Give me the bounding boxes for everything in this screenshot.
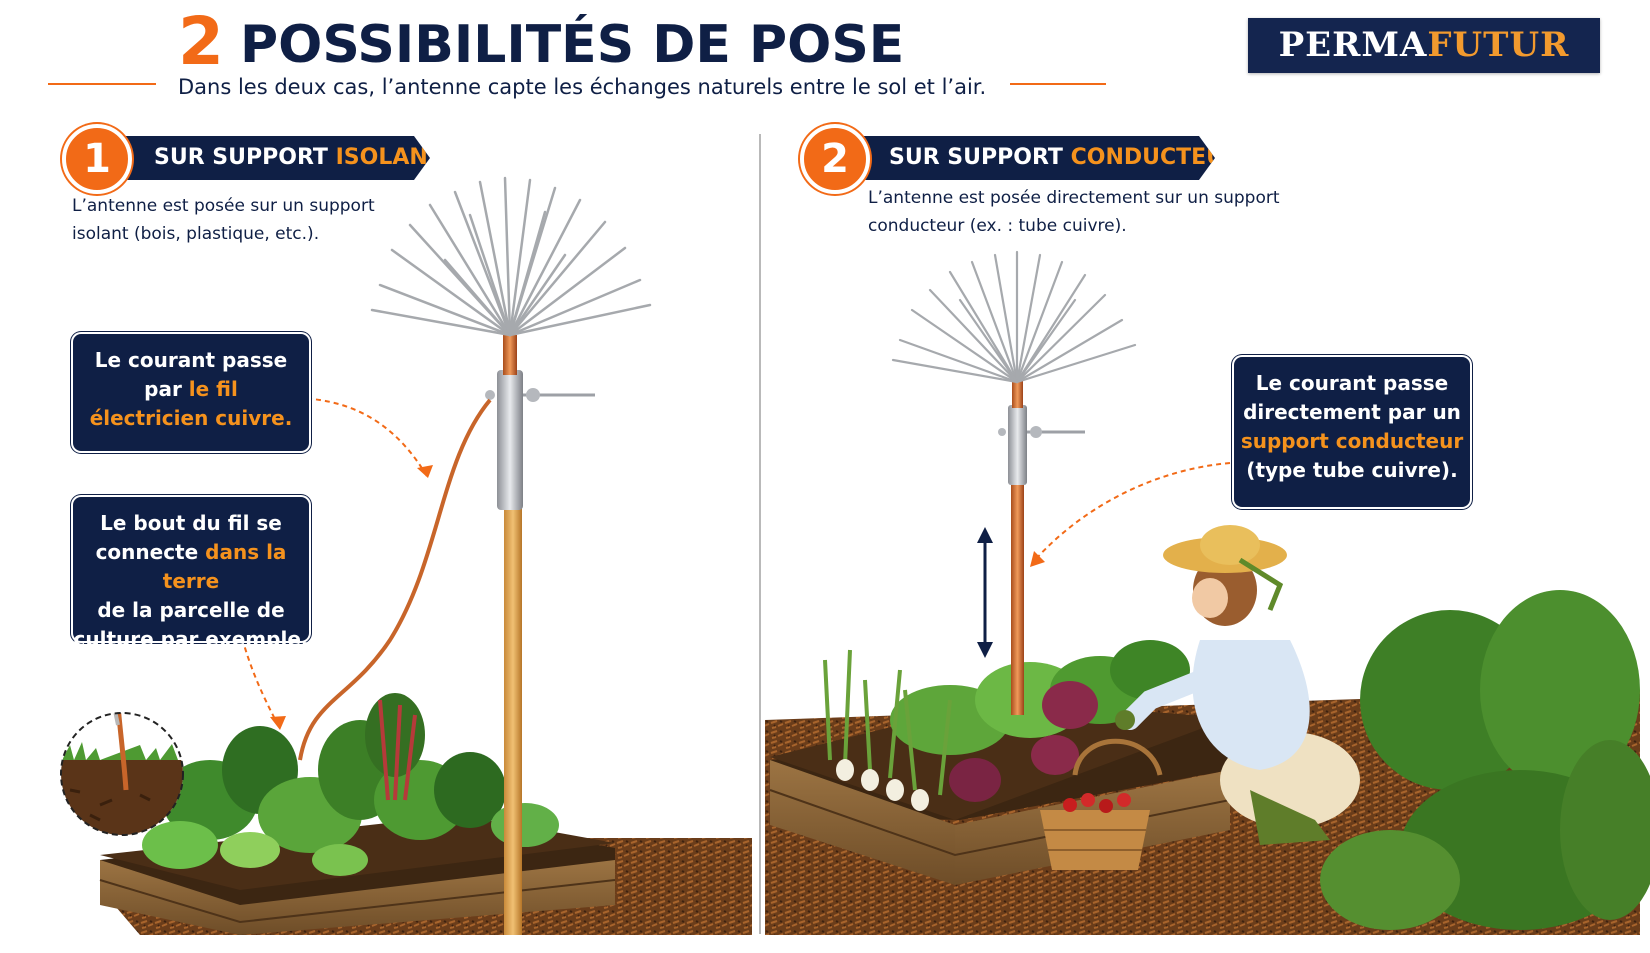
callout-wire-line3: électricien cuivre. [89, 406, 293, 430]
section1-desc-line1: L’antenne est posée sur un support [72, 196, 375, 216]
antenna-spikes-left [370, 176, 652, 337]
section1-number-badge: 1 [62, 124, 132, 194]
soil-inset-circle [60, 712, 184, 836]
vegetables-left [142, 693, 559, 876]
harvest-basket [1040, 738, 1163, 870]
callout-soil-line3: de la parcelle de [97, 598, 285, 622]
callout-support-line1: Le courant passe [1255, 371, 1449, 395]
logo-part-perma: PERMA [1278, 25, 1428, 65]
section1-heading-prefix: SUR SUPPORT [154, 145, 336, 170]
callout-wire-line1: Le courant passe [94, 348, 288, 372]
section1-description: L’antenne est posée sur un support isola… [72, 192, 375, 248]
subtitle-rule-right [1010, 83, 1106, 85]
callout-support-line3: support conducteur [1240, 429, 1464, 453]
callout-support-line4: (type tube cuivre). [1246, 458, 1458, 482]
antenna-spikes-right [891, 250, 1137, 384]
callout-copper-wire: Le courant passe par le fil électricien … [73, 334, 309, 451]
callout-wire-line2-prefix: par [144, 377, 189, 401]
right-scene [765, 250, 1650, 935]
section1-heading: SUR SUPPORT ISOLANT [120, 136, 430, 180]
section-divider [759, 134, 761, 934]
gardener-figure [1115, 525, 1360, 845]
callout-soil-line2-prefix: connecte [95, 540, 206, 564]
section2-heading-prefix: SUR SUPPORT [889, 145, 1071, 170]
callout-support-line2: directement par un [1243, 400, 1461, 424]
arrow-to-wire [297, 397, 429, 479]
callout-soil-line1: Le bout du fil se [100, 511, 282, 535]
arrow-to-tube [1034, 462, 1231, 561]
callout-soil-line2-highlight: dans la terre [162, 540, 287, 593]
callout-soil-line2: connecte dans la terre [73, 538, 309, 596]
callout-soil-connection: Le bout du fil se connecte dans la terre… [73, 497, 309, 651]
metal-clamp-right [1008, 405, 1027, 485]
section2-desc-line2: conducteur (ex. : tube cuivre). [868, 216, 1127, 236]
copper-tube-support [1011, 480, 1024, 715]
callout-wire-line2: par le fil [73, 375, 309, 404]
page-subtitle: Dans les deux cas, l’antenne capte les é… [178, 75, 987, 99]
title-number: 2 [178, 3, 224, 80]
copper-wire [298, 398, 492, 761]
section1-desc-line2: isolant (bois, plastique, etc.). [72, 224, 320, 244]
section2-heading: SUR SUPPORT CONDUCTEUR [855, 136, 1215, 180]
callout-soil-line4: culture par exemple. [73, 627, 309, 651]
section2-desc-line1: L’antenne est posée directement sur un s… [868, 188, 1280, 208]
wooden-pole [504, 503, 522, 935]
callout-wire-line2-highlight: le fil [188, 377, 238, 401]
callout-conductive-support: Le courant passe directement par un supp… [1234, 357, 1470, 507]
left-scene [60, 176, 752, 935]
vegetables-right [823, 640, 1190, 811]
page-title: POSSIBILITÉS DE POSE [240, 15, 905, 75]
metal-clamp-left [497, 370, 523, 510]
section2-number-badge: 2 [800, 124, 870, 194]
brand-logo: PERMAFUTUR [1248, 18, 1600, 73]
subtitle-rule-left [48, 83, 156, 85]
herbs-right [1320, 590, 1650, 930]
height-double-arrow [977, 527, 993, 658]
logo-part-futur: FUTUR [1427, 25, 1570, 65]
section2-description: L’antenne est posée directement sur un s… [868, 184, 1280, 240]
